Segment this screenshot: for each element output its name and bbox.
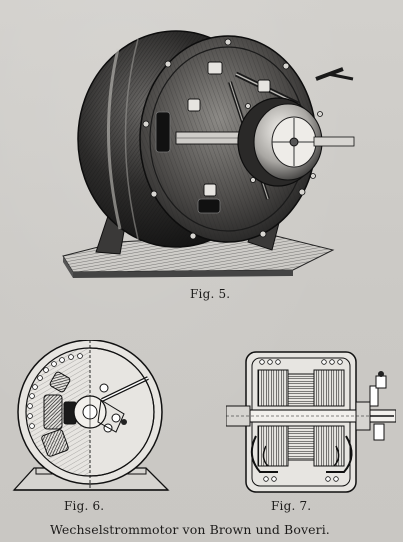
figure-5-caption: Fig. 5. [190, 287, 231, 301]
figure-6-caption: Fig. 6. [64, 499, 105, 513]
motor-engraving [62, 30, 355, 278]
motor-cross-section-drawing [12, 340, 170, 491]
motor-longitudinal-section-drawing [226, 351, 396, 493]
plate-caption: Wechselstrommotor von Brown und Boveri. [50, 522, 330, 537]
figure-7-caption: Fig. 7. [271, 499, 312, 513]
figure-6-cross-section [6, 340, 178, 502]
figure-7-longitudinal-section [226, 346, 396, 496]
figure-5-motor-illustration [58, 4, 358, 284]
